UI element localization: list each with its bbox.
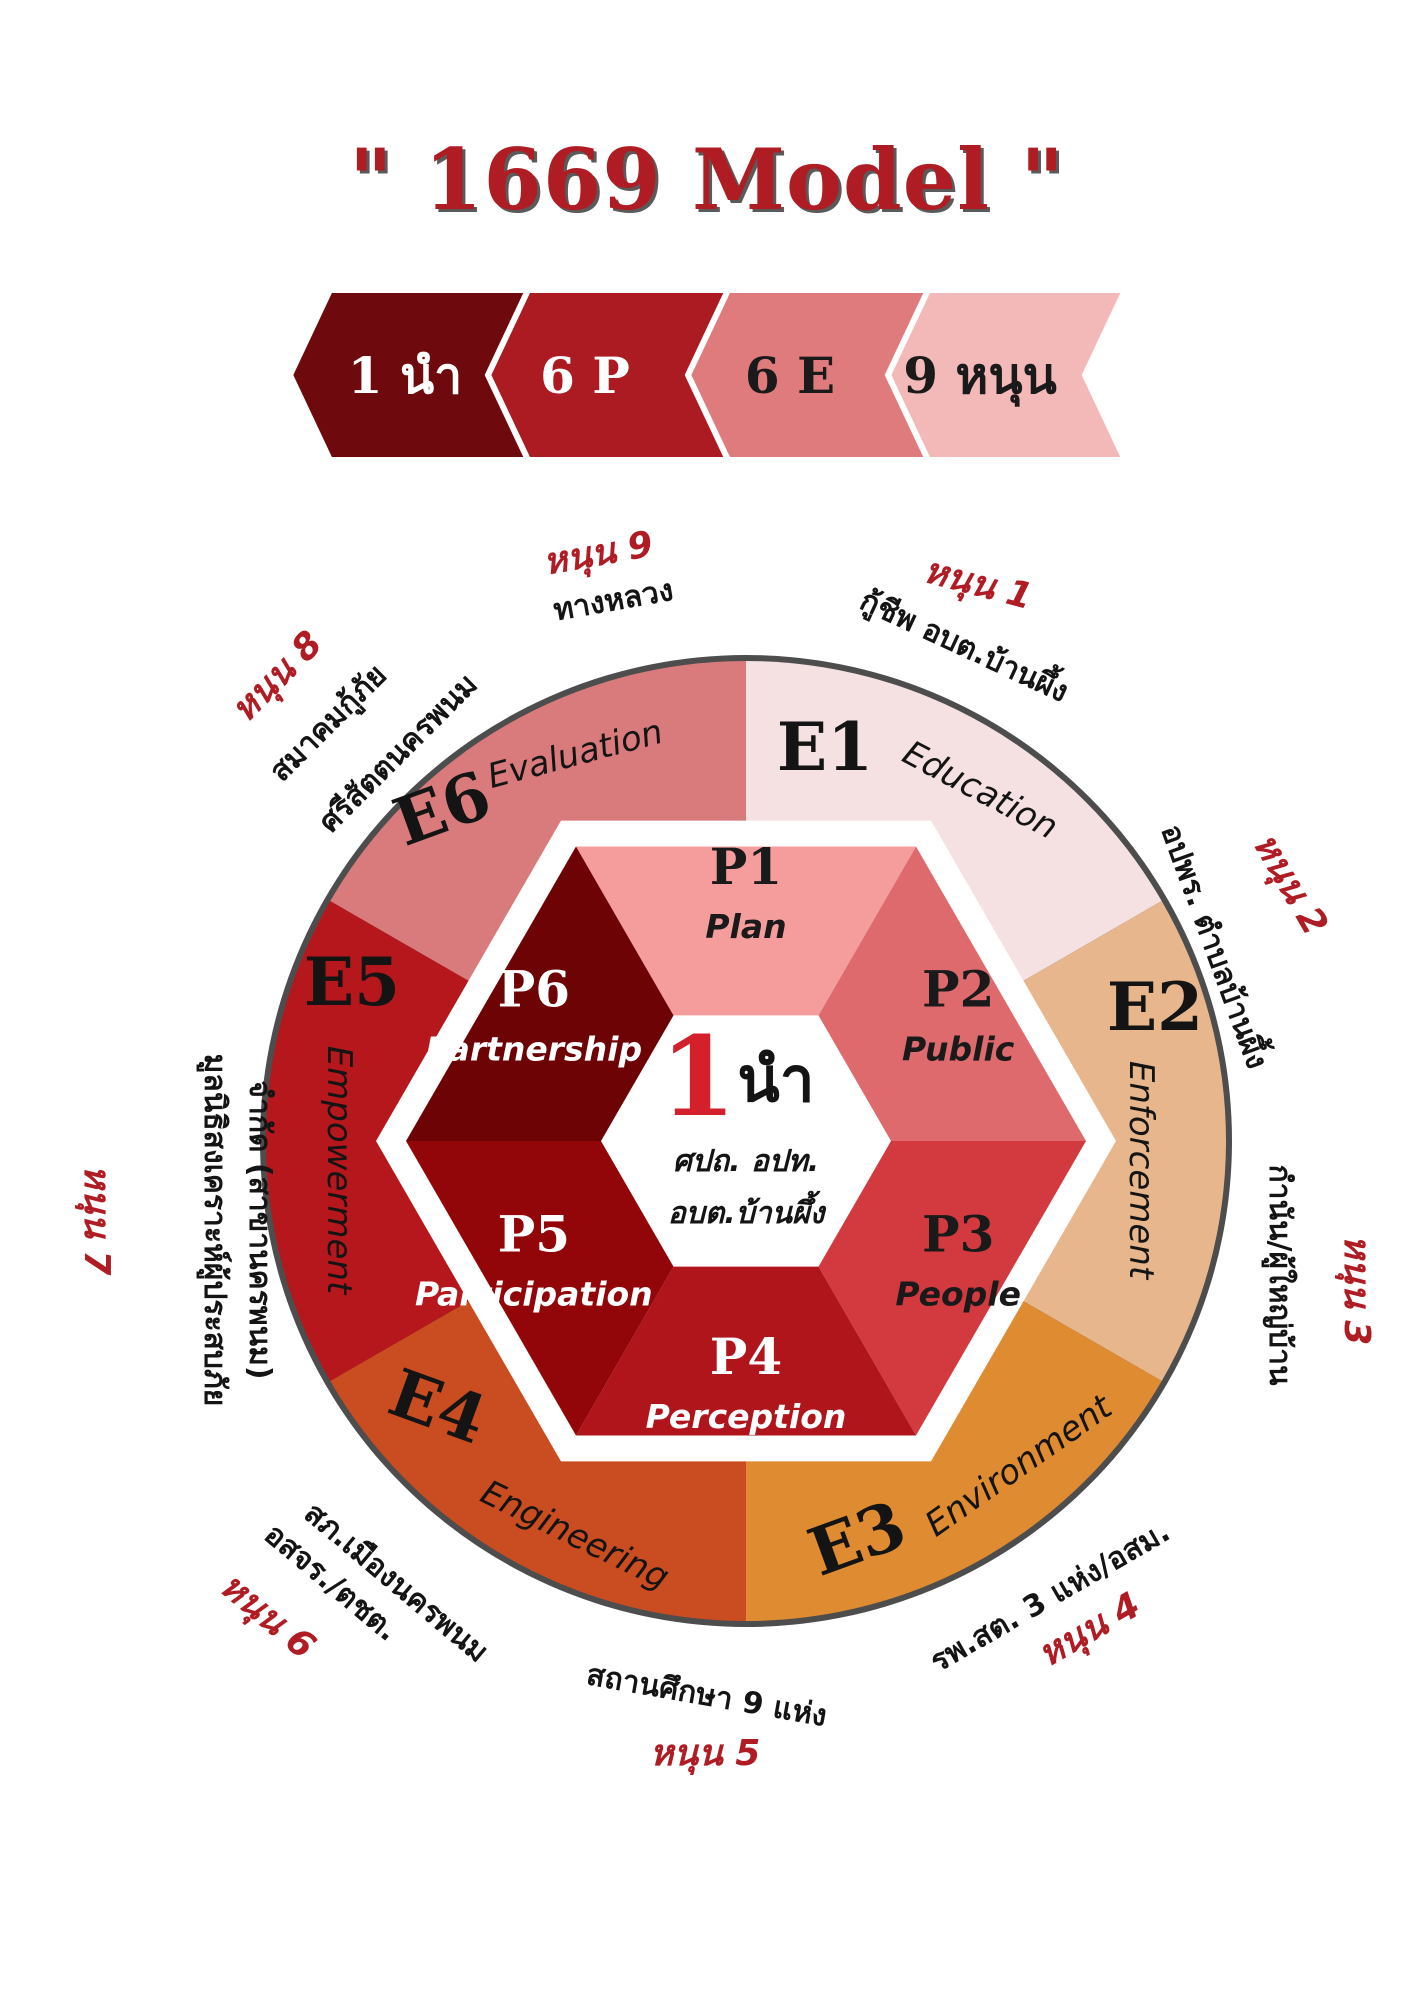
e-code: E2 [1107, 968, 1203, 1046]
support-text: จำกัด (สาขานครพนม) [242, 1080, 277, 1379]
center-lead: นำ [737, 1043, 814, 1116]
support-text: กำนัน/ผู้ใหญ่บ้าน [1261, 1165, 1298, 1386]
e-name: Enforcement [1121, 1061, 1161, 1281]
support-text: สถานศึกษา 9 แห่ง [584, 1657, 830, 1734]
banner-label: 6 E [745, 346, 835, 405]
banner-segment [286, 287, 533, 463]
support-label: หนุน 9 [540, 524, 656, 585]
support-label: หนุน 7 [75, 1165, 117, 1276]
p-code: P3 [922, 1205, 994, 1264]
p-name: Public [902, 1030, 1015, 1069]
banner-label: 1 นำ [348, 346, 462, 405]
support-label: หนุน 3 [1335, 1235, 1377, 1346]
page-title: " 1669 Model " [348, 130, 1066, 229]
p-code: P6 [498, 960, 570, 1019]
banner-label: 6 P [540, 346, 630, 405]
e-name: Empowerment [319, 1046, 359, 1296]
support-label: หนุน 5 [650, 1733, 761, 1775]
p-code: P2 [922, 960, 994, 1019]
center-line2: อบต.บ้านผึ้ง [668, 1190, 827, 1231]
support-text: ทางหลวง [551, 573, 676, 628]
e-code: E1 [777, 708, 873, 786]
e-code: E5 [304, 943, 400, 1021]
p-name: Partnership [426, 1030, 643, 1069]
support-text: มูลนิธิสงเคราะห์ผู้ประสบภัย [196, 1054, 232, 1407]
p-sector [576, 1141, 916, 1436]
center-hexagon [601, 1015, 891, 1267]
p-code: P5 [498, 1205, 570, 1264]
p-name: Participation [415, 1275, 653, 1314]
p-name: Plan [705, 907, 786, 946]
center-line1: ศปถ. อปท. [673, 1144, 819, 1179]
p-sector [576, 846, 916, 1141]
center-number: 1 [660, 1012, 737, 1141]
model-banner: 1 นำ 6 P 6 E 9 หนุน [286, 287, 1130, 463]
p-name: Perception [646, 1397, 847, 1436]
p-code: P4 [710, 1327, 782, 1386]
p-code: P1 [710, 837, 782, 896]
support-label: หนุน 2 [1244, 826, 1336, 943]
p-name: People [895, 1275, 1021, 1314]
banner-label: 9 หนุน [903, 346, 1057, 407]
support-label: หนุน 1 [919, 550, 1037, 619]
